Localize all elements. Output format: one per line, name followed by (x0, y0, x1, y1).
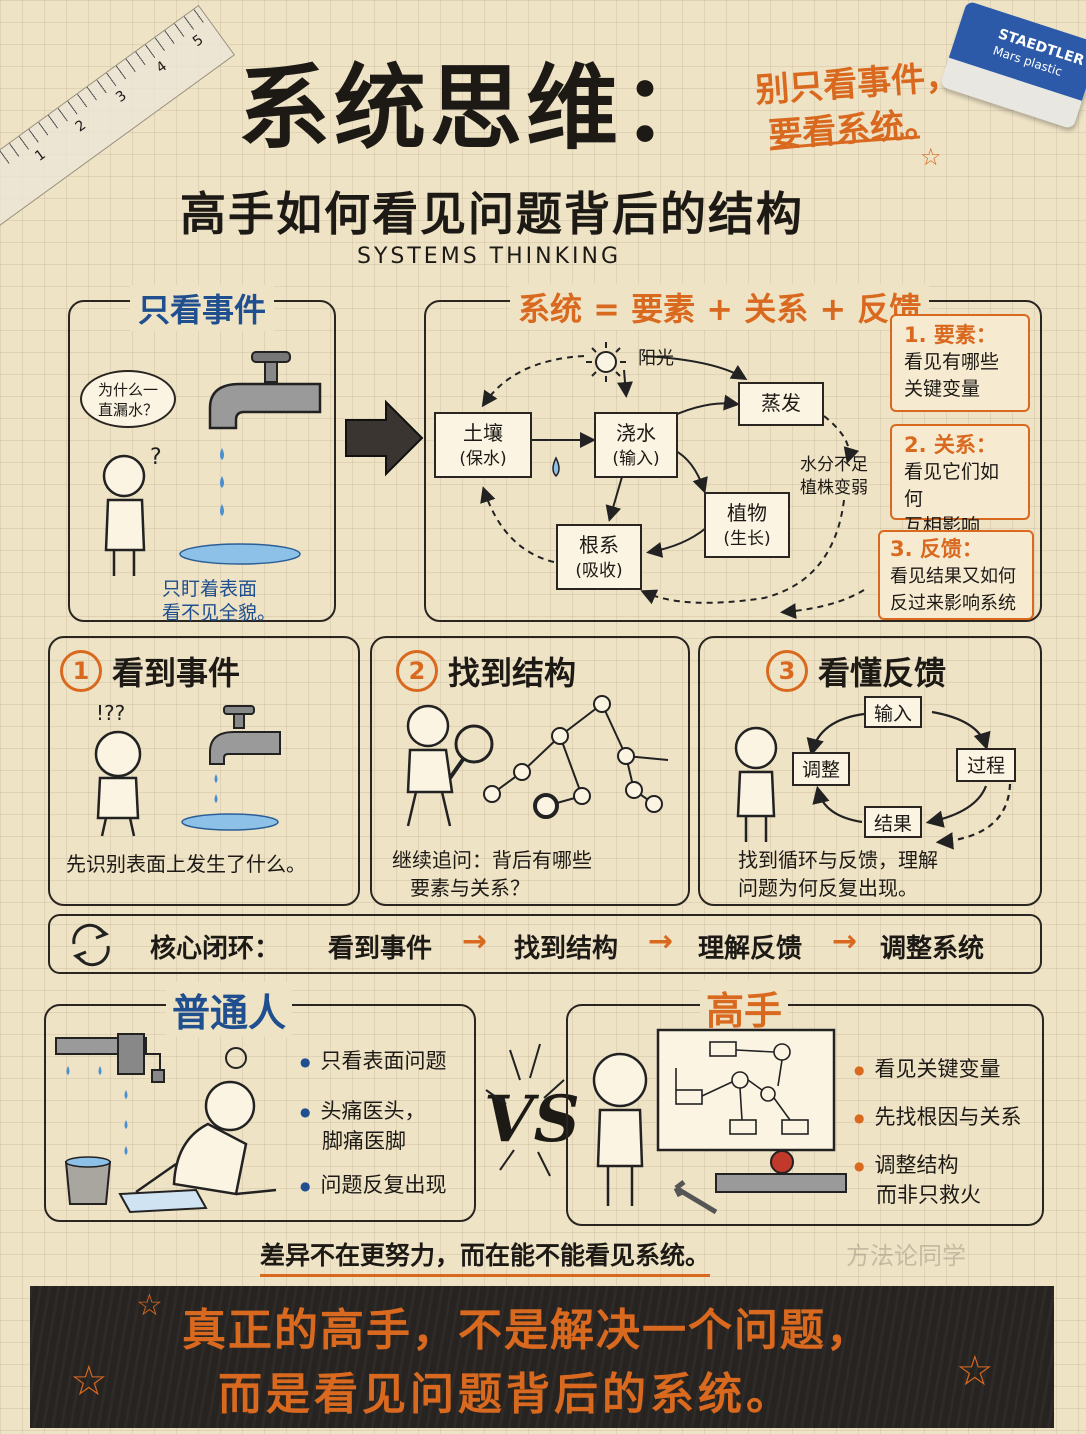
expert-panel (566, 1004, 1044, 1226)
expert-point-3: 调整结构 (854, 1150, 958, 1181)
ordinary-point-3: 问题反复出现 (300, 1170, 446, 1201)
english-title: SYSTEMS THINKING (357, 244, 621, 269)
footer-chalkboard: ☆ ☆ ☆ 真正的高手，不是解决一个问题， 而是看见问题背后的系统。 (30, 1286, 1054, 1428)
footer-line1: 真正的高手，不是解决一个问题， (182, 1305, 872, 1356)
diagram-note-line1: 水分不足 (800, 455, 868, 475)
ruler-tick: 1 (32, 146, 49, 165)
summary-text: 差异不在更努力，而在能不能看见系统。 (260, 1236, 711, 1277)
stressed-person-icon (118, 1047, 277, 1214)
pipe-wrench-icon (673, 1150, 847, 1215)
step-3-caption-line1: 找到循环与反馈，理解 (738, 848, 938, 872)
vs-label: VS (484, 1082, 580, 1157)
expert-point-3b: 而非只救火 (876, 1183, 981, 1207)
step-3-heading: 3 看懂反馈 (766, 648, 946, 694)
expert-point-2: 先找根因与关系 (854, 1102, 1021, 1133)
thinking-person-icon: ? (102, 445, 162, 576)
sidebar-card-feedback: 3. 反馈： 看见结果又如何 反过来影响系统 (878, 530, 1034, 620)
svg-text:?: ? (150, 445, 162, 470)
page-subtitle: 高手如何看见问题背后的结构 (180, 187, 804, 241)
system-diagram-arrows (480, 355, 865, 620)
sun-icon (586, 342, 626, 382)
step-3-title: 看懂反馈 (818, 654, 947, 692)
loop-node-input: 输入 (864, 696, 922, 728)
sidebar-card-relations: 2. 关系： 看见它们如何 互相影响 (890, 424, 1030, 537)
confused-person-icon: !?? (94, 701, 142, 837)
core-loop-step: 调整系统 (880, 934, 985, 964)
structure-tree-icon (483, 695, 669, 819)
step-3-number: 3 (766, 650, 808, 692)
node-plant: 植物 (生长) (704, 492, 790, 558)
node-evap: 蒸发 (738, 382, 824, 426)
star-icon: ☆ (136, 1288, 163, 1323)
sun-label: 阳光 (638, 348, 674, 369)
step-1-heading: 1 看到事件 (60, 648, 240, 694)
speech-bubble: 为什么一直漏水？ (80, 370, 176, 428)
step-3-caption-line2: 问题为何反复出现。 (738, 876, 918, 900)
page-title: 系统思维： (238, 54, 719, 162)
expert-title: 高手 (700, 980, 789, 1035)
step-panel-2 (370, 636, 690, 906)
ordinary-point-2: 头痛医头， (300, 1096, 425, 1127)
star-icon: ☆ (70, 1356, 108, 1405)
step-1-number: 1 (60, 650, 102, 692)
small-faucet-icon (181, 705, 281, 831)
expert-point-1: 看见关键变量 (854, 1054, 1000, 1085)
step-2-caption-line2: 要素与关系？ (410, 876, 530, 900)
faucet-icon (179, 351, 322, 565)
diagram-note-line2: 植株变弱 (800, 478, 868, 498)
feedback-loop-arrows (806, 710, 1012, 850)
loop-node-result: 结果 (864, 806, 922, 838)
arrow-icon: → (462, 924, 488, 959)
node-root: 根系 (吸收) (556, 524, 642, 590)
step-2-number: 2 (396, 650, 438, 692)
step-panel-3 (698, 636, 1042, 906)
star-icon: ☆ (920, 143, 942, 171)
whiteboard-diagram-icon (656, 1028, 836, 1152)
leaky-pipe-icon (55, 1033, 165, 1205)
core-loop-step: 理解反馈 (698, 934, 803, 964)
ordinary-title: 普通人 (166, 982, 293, 1037)
arrow-icon: → (832, 924, 858, 959)
core-loop-label: 核心闭环： (150, 934, 281, 964)
events-panel-title: 只看事件 (130, 285, 275, 331)
loop-node-process: 过程 (956, 748, 1016, 782)
ruler-tick: 3 (113, 87, 130, 106)
events-caption-line1: 只盯着表面 (162, 578, 258, 600)
step-panel-1 (48, 636, 360, 906)
ruler-tick: 5 (189, 31, 207, 51)
step-1-title: 看到事件 (112, 654, 241, 692)
footer-line2: 而是看见问题背后的系统。 (218, 1369, 794, 1420)
arrow-icon: → (648, 924, 674, 959)
spark-lines (485, 1043, 565, 1177)
star-icon: ☆ (956, 1346, 994, 1395)
bubble-text: 为什么一直漏水？ (97, 381, 158, 419)
ruler-tick: 4 (153, 58, 171, 77)
core-loop-step: 看到事件 (328, 934, 433, 964)
thinker-icon (734, 726, 778, 842)
step-2-title: 找到结构 (448, 654, 577, 692)
step-2-caption-line1: 继续追问：背后有哪些 (392, 848, 592, 872)
ordinary-point-2b: 脚痛医脚 (322, 1129, 406, 1153)
node-soil: 土壤 (保水) (434, 412, 532, 478)
ruler-tick: 2 (72, 117, 90, 136)
cycle-icon (72, 923, 110, 967)
watermark: 方法论同学 (846, 1242, 966, 1270)
eraser: STAEDTLER Mars plastic (939, 0, 1086, 130)
svg-text:!??: !?? (96, 701, 125, 725)
magnifier-person-icon (406, 704, 494, 827)
sidebar-card-elements: 1. 要素： 看见有哪些 关键变量 (890, 314, 1030, 412)
core-loop-step: 找到结构 (514, 934, 619, 964)
node-water: 浇水 (输入) (594, 412, 678, 478)
tagline-underline: ☆ (769, 135, 942, 171)
events-caption-line2: 看不见全貌。 (162, 602, 277, 624)
core-loop-bar: 核心闭环： 看到事件 → 找到结构 → 理解反馈 → 调整系统 (48, 914, 1042, 974)
step-2-heading: 2 找到结构 (396, 648, 576, 694)
system-panel-title: 系统 = 要素 + 关系 + 反馈 (510, 284, 930, 330)
loop-node-adjust: 调整 (792, 752, 850, 786)
ordinary-point-1: 只看表面问题 (300, 1046, 446, 1077)
step-1-caption-line1: 先识别表面上发生了什么。 (66, 852, 306, 876)
expert-person-icon (592, 1052, 648, 1206)
arrow-right-icon (345, 399, 424, 477)
